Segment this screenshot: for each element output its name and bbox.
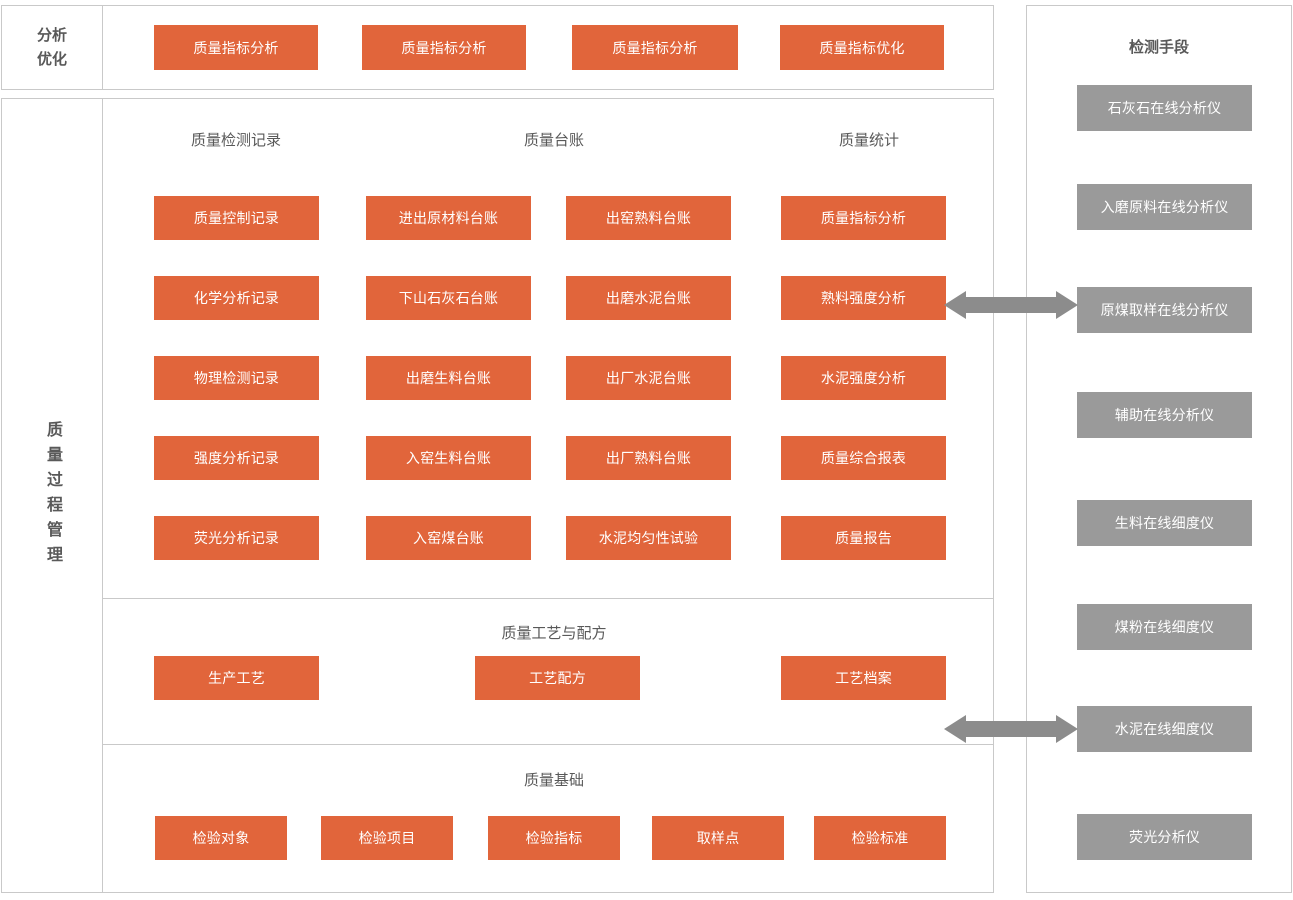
box-mill-output-raw-meal-ledger[interactable]: 出磨生料台账	[366, 356, 531, 400]
box-downhill-limestone-ledger[interactable]: 下山石灰石台账	[366, 276, 531, 320]
sidebar-item-cement-online-fineness-meter[interactable]: 水泥在线细度仪	[1077, 706, 1252, 752]
caption-quality-process-recipe: 质量工艺与配方	[501, 625, 607, 642]
caption-quality-inspection-records: 质量检测记录	[190, 132, 282, 149]
arrow-quality-stats-to-coal-analyzer	[944, 291, 1078, 319]
caption-quality-statistics: 质量统计	[838, 132, 900, 149]
box-cement-strength-analysis[interactable]: 水泥强度分析	[781, 356, 946, 400]
box-quality-control-record[interactable]: 质量控制记录	[154, 196, 319, 240]
box-quality-index-analysis-3[interactable]: 质量指标分析	[572, 25, 738, 70]
sidebar-item-auxiliary-online-analyzer[interactable]: 辅助在线分析仪	[1077, 392, 1252, 438]
sidebar-item-raw-meal-online-fineness-meter[interactable]: 生料在线细度仪	[1077, 500, 1252, 546]
box-shipped-clinker-ledger[interactable]: 出厂熟料台账	[566, 436, 731, 480]
caption-quality-ledger: 质量台账	[523, 132, 585, 149]
quality-process-management-label: 质量过程管理	[2, 99, 102, 892]
arrow-process-to-cement-fineness	[944, 715, 1078, 743]
box-process-archive[interactable]: 工艺档案	[781, 656, 946, 700]
top-panel-divider	[102, 6, 103, 89]
box-sampling-point[interactable]: 取样点	[652, 816, 784, 860]
main-panel-divider	[102, 99, 103, 892]
box-physical-inspection-record[interactable]: 物理检测记录	[154, 356, 319, 400]
box-raw-material-in-out-ledger[interactable]: 进出原材料台账	[366, 196, 531, 240]
divider-process-recipe	[102, 598, 993, 599]
box-production-process[interactable]: 生产工艺	[154, 656, 319, 700]
box-cement-uniformity-test[interactable]: 水泥均匀性试验	[566, 516, 731, 560]
box-kiln-coal-ledger[interactable]: 入窑煤台账	[366, 516, 531, 560]
box-inspection-standard[interactable]: 检验标准	[814, 816, 946, 860]
detection-means-title: 检测手段	[1128, 39, 1189, 56]
box-mill-output-cement-ledger[interactable]: 出磨水泥台账	[566, 276, 731, 320]
box-kiln-clinker-ledger[interactable]: 出窑熟料台账	[566, 196, 731, 240]
detection-means-panel: 检测手段 石灰石在线分析仪 入磨原料在线分析仪 原煤取样在线分析仪 辅助在线分析…	[1026, 5, 1292, 893]
quality-process-management-label-text: 质量过程管理	[44, 420, 61, 571]
box-quality-index-analysis-stat[interactable]: 质量指标分析	[781, 196, 946, 240]
box-chemical-analysis-record[interactable]: 化学分析记录	[154, 276, 319, 320]
quality-process-management-panel: 质量过程管理 质量检测记录 质量台账 质量统计 质量控制记录 化学分析记录 物理…	[1, 98, 994, 893]
box-shipped-cement-ledger[interactable]: 出厂水泥台账	[566, 356, 731, 400]
sidebar-item-limestone-online-analyzer[interactable]: 石灰石在线分析仪	[1077, 85, 1252, 131]
sidebar-item-fluorescence-analyzer[interactable]: 荧光分析仪	[1077, 814, 1252, 860]
analysis-optimization-label-line1: 分析	[36, 27, 67, 45]
sidebar-item-mill-feed-raw-material-online-analyzer[interactable]: 入磨原料在线分析仪	[1077, 184, 1252, 230]
box-kiln-feed-raw-meal-ledger[interactable]: 入窑生料台账	[366, 436, 531, 480]
sidebar-item-coal-powder-online-fineness-meter[interactable]: 煤粉在线细度仪	[1077, 604, 1252, 650]
box-quality-index-optimization[interactable]: 质量指标优化	[780, 25, 944, 70]
box-quality-report[interactable]: 质量报告	[781, 516, 946, 560]
analysis-optimization-panel: 分析 优化 质量指标分析 质量指标分析 质量指标分析 质量指标优化	[1, 5, 994, 90]
box-inspection-index[interactable]: 检验指标	[488, 816, 620, 860]
box-quality-comprehensive-report[interactable]: 质量综合报表	[781, 436, 946, 480]
box-inspection-item[interactable]: 检验项目	[321, 816, 453, 860]
box-quality-index-analysis-1[interactable]: 质量指标分析	[154, 25, 318, 70]
box-inspection-object[interactable]: 检验对象	[155, 816, 287, 860]
divider-quality-foundation	[102, 744, 993, 745]
box-quality-index-analysis-2[interactable]: 质量指标分析	[362, 25, 526, 70]
box-fluorescence-analysis-record[interactable]: 荧光分析记录	[154, 516, 319, 560]
box-process-recipe[interactable]: 工艺配方	[475, 656, 640, 700]
box-clinker-strength-analysis[interactable]: 熟料强度分析	[781, 276, 946, 320]
caption-quality-foundation: 质量基础	[523, 772, 585, 789]
sidebar-item-raw-coal-sampling-online-analyzer[interactable]: 原煤取样在线分析仪	[1077, 287, 1252, 333]
analysis-optimization-label: 分析 优化	[2, 6, 102, 89]
box-strength-analysis-record[interactable]: 强度分析记录	[154, 436, 319, 480]
analysis-optimization-label-line2: 优化	[36, 50, 67, 68]
